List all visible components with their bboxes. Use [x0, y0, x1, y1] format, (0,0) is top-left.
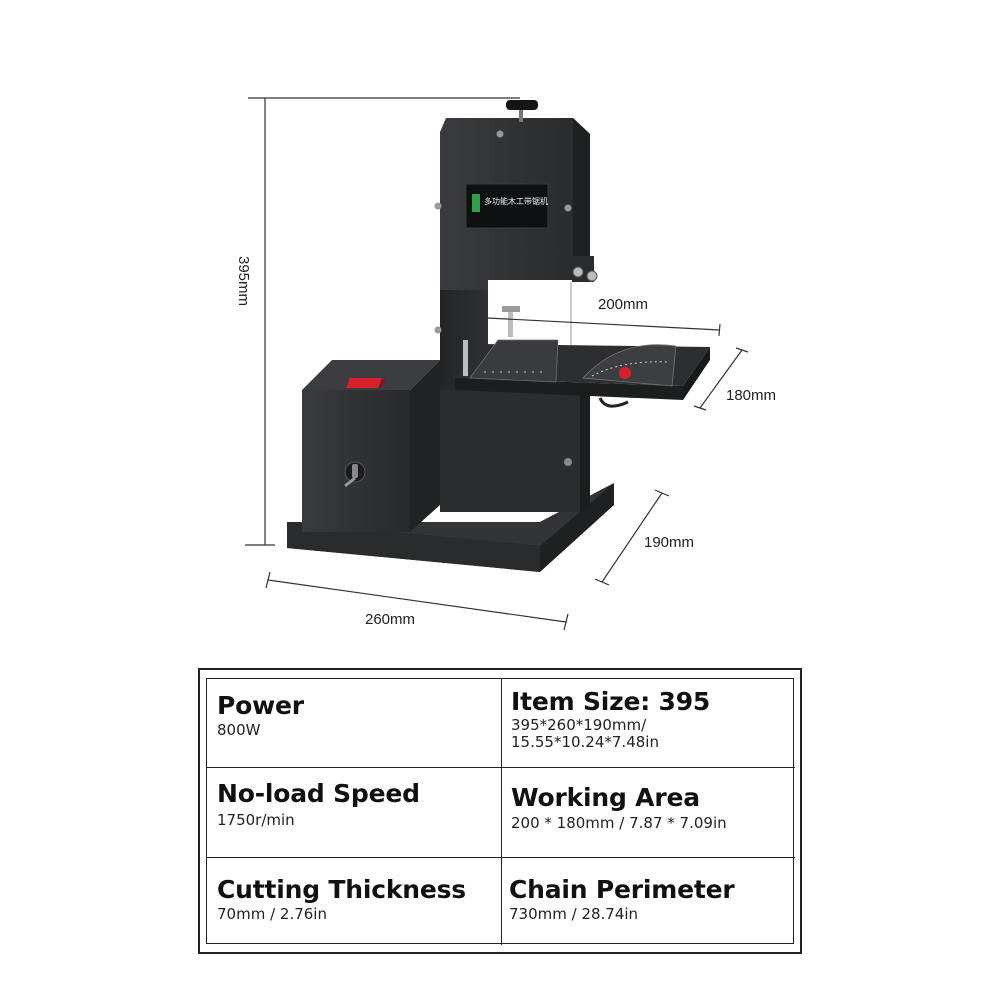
spec-table: Power 800W Item Size: 395 395*260*190mm/…	[198, 668, 802, 954]
height-dimension-line	[245, 97, 520, 546]
spec-value: 800W	[217, 721, 261, 739]
saw-column	[440, 278, 590, 512]
miter-gauge-icon	[582, 344, 677, 387]
spec-value: 15.55*10.24*7.48in	[511, 733, 659, 751]
row-divider	[207, 857, 795, 858]
spec-cell-no-load-speed: No-load Speed 1750r/min	[217, 779, 420, 829]
spec-cell-cutting-thickness: Cutting Thickness 70mm / 2.76in	[217, 875, 466, 923]
band-saw-illustration: 多功能木工带锯机	[245, 97, 749, 631]
machine-base	[287, 483, 614, 572]
spec-cell-item-size: Item Size: 395 395*260*190mm/ 15.55*10.2…	[511, 687, 710, 751]
spec-table-grid: Power 800W Item Size: 395 395*260*190mm/…	[206, 678, 795, 945]
rip-fence-icon	[463, 306, 559, 383]
motor-housing	[302, 360, 440, 532]
table-depth-line	[699, 349, 743, 409]
spec-value: 1750r/min	[217, 811, 295, 829]
spec-cell-working-area: Working Area 200 * 180mm / 7.87 * 7.09in	[511, 783, 727, 832]
spec-value: 395*260*190mm/	[511, 716, 647, 734]
table-width-line	[486, 317, 721, 331]
upper-housing: 多功能木工带锯机	[434, 100, 598, 372]
speed-knob-icon	[344, 461, 366, 488]
table-width-label: 200mm	[598, 296, 649, 313]
worktable	[455, 306, 710, 408]
spec-title: Working Area	[511, 783, 700, 812]
base-width-line	[267, 579, 567, 623]
spec-value: 730mm / 28.74in	[509, 905, 639, 923]
spec-cell-chain-perimeter: Chain Perimeter 730mm / 28.74in	[509, 875, 735, 923]
table-depth-label: 180mm	[726, 387, 777, 404]
spec-title: Chain Perimeter	[509, 875, 735, 904]
base-depth-label: 190mm	[644, 534, 695, 551]
spec-title: Cutting Thickness	[217, 875, 466, 904]
base-width-label: 260mm	[365, 611, 416, 628]
spec-cell-power: Power 800W	[217, 691, 304, 739]
panel-label: 多功能木工带锯机	[484, 196, 548, 206]
height-dimension-label: 395mm	[235, 256, 252, 307]
power-switch-icon	[346, 378, 386, 388]
spec-value: 200 * 180mm / 7.87 * 7.09in	[511, 814, 727, 832]
row-divider	[207, 767, 795, 768]
dimension-lines	[265, 311, 749, 631]
spec-title: No-load Speed	[217, 779, 420, 808]
spec-value: 70mm / 2.76in	[217, 905, 327, 923]
spec-title: Item Size: 395	[511, 687, 711, 716]
base-depth-line	[601, 492, 663, 583]
tension-knob-icon	[506, 100, 538, 122]
brand-logo-icon	[472, 194, 480, 212]
column-divider	[501, 679, 502, 945]
spec-title: Power	[217, 691, 304, 720]
product-figure: 多功能木工带锯机	[235, 97, 777, 631]
